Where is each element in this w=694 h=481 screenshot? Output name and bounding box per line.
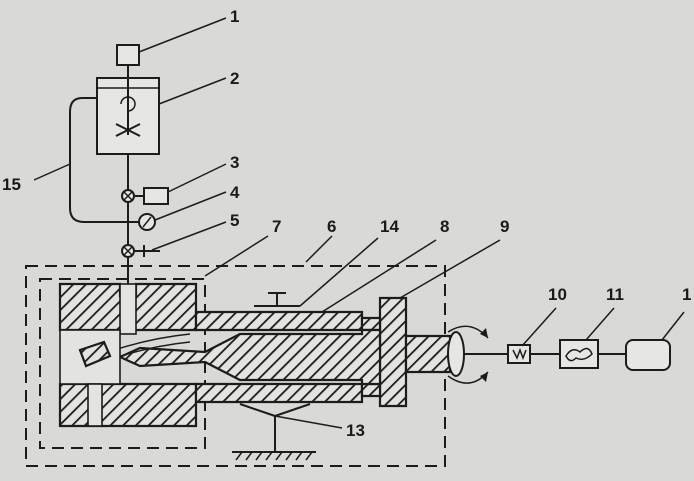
actuator-3 (143, 187, 169, 205)
leader-3 (167, 163, 227, 193)
label-7: 7 (272, 217, 281, 236)
label-3: 3 (230, 153, 239, 172)
barrel-neck-lower (360, 382, 382, 398)
leader-6 (305, 235, 333, 263)
leader-7 (204, 235, 269, 277)
label-10: 10 (548, 285, 567, 304)
label-4: 4 (230, 183, 240, 202)
recirculation-line-15 (69, 97, 128, 223)
motor-block (116, 44, 140, 66)
label-11: 11 (606, 285, 624, 304)
lower-bore (87, 383, 103, 427)
ground-hatch (235, 451, 313, 461)
leader-9 (399, 239, 501, 299)
leader-11 (585, 307, 615, 341)
die-block-lower (58, 382, 198, 428)
outer-enclosure (25, 265, 446, 467)
label-14: 14 (380, 217, 399, 236)
leader-2 (158, 77, 227, 105)
coupling (447, 331, 465, 377)
leader-14 (299, 237, 379, 307)
label-12: 1 (682, 285, 691, 304)
leader-12 (661, 311, 685, 341)
label-6: 6 (327, 217, 336, 236)
valve-3-cross (123, 191, 133, 201)
leader-10 (521, 307, 557, 347)
label-13: 13 (346, 421, 365, 440)
die-insert (78, 340, 112, 368)
valve-5-cross (123, 246, 133, 256)
label-15: 15 (2, 175, 21, 194)
motor-12 (625, 339, 671, 371)
leader-8 (321, 239, 437, 313)
controller-symbol (565, 347, 593, 362)
label-1: 1 (230, 7, 239, 26)
leader-15 (33, 163, 71, 181)
leader-1 (138, 17, 227, 53)
support-brace-right (274, 403, 311, 417)
label-9: 9 (500, 217, 509, 236)
leader-13 (274, 415, 343, 429)
label-2: 2 (230, 69, 239, 88)
stirrer-blades (115, 123, 141, 137)
leader-4 (154, 191, 227, 221)
label-5: 5 (230, 211, 239, 230)
flange-9 (378, 296, 408, 408)
inner-enclosure (39, 278, 206, 449)
arrowhead-upper (480, 328, 488, 338)
gauge-needle (142, 216, 152, 228)
barrel-upper (194, 310, 364, 332)
feed-bore (119, 283, 137, 335)
drive-shaft (404, 334, 452, 374)
barrel-lower (194, 382, 364, 404)
support-brace-left (239, 403, 276, 417)
leader-5 (151, 221, 227, 251)
stirrer-rotation-arrow (120, 96, 136, 112)
arrowhead-lower (480, 372, 488, 382)
label-8: 8 (440, 217, 449, 236)
barrel-neck-upper (360, 316, 382, 332)
screw-plunger (117, 328, 382, 386)
gearbox-symbol (512, 347, 527, 361)
